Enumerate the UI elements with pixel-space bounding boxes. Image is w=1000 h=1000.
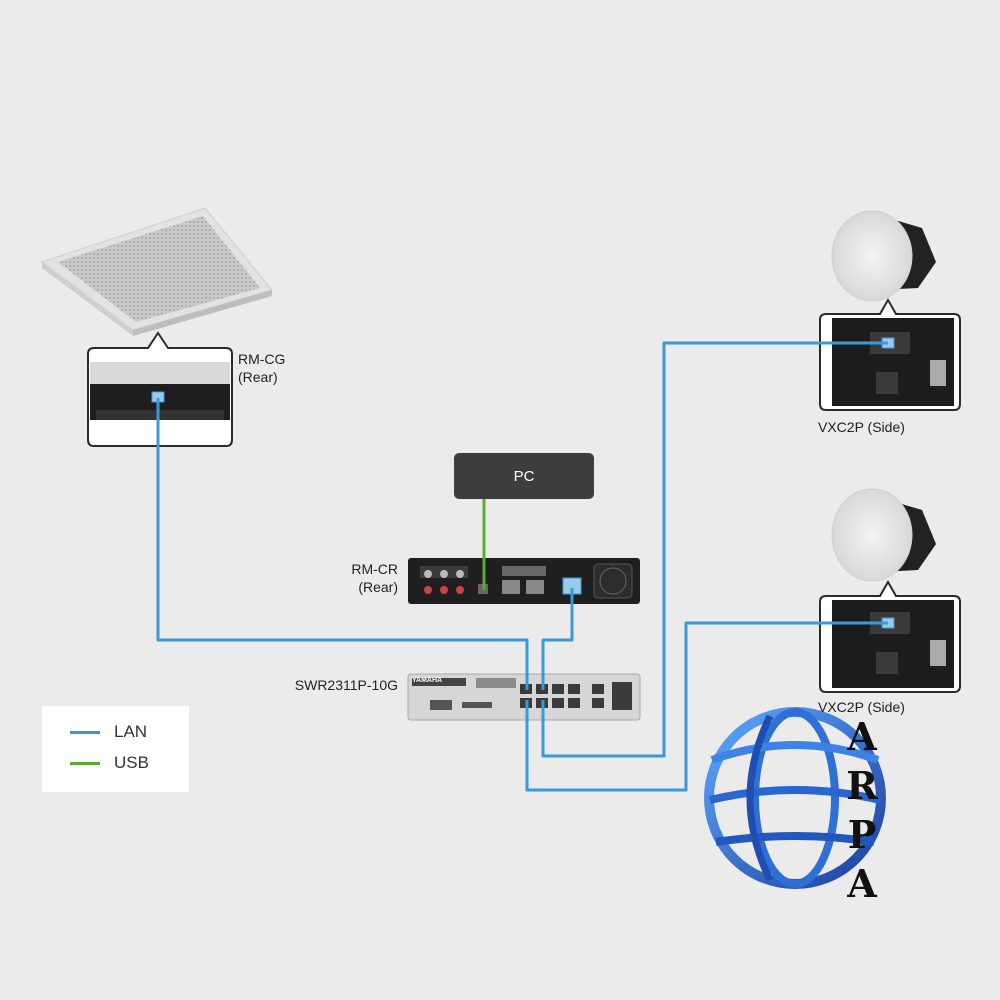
legend-item-usb: USB — [70, 753, 149, 773]
speaker-top-image — [831, 210, 936, 302]
switch-brand: YAMAHA — [412, 677, 443, 684]
lan-cable-speaker-bottom — [525, 621, 888, 792]
speaker-bottom-image — [831, 488, 936, 582]
speaker-top-label: VXC2P (Side) — [818, 419, 905, 435]
ceiling-mic-label: RM-CG (Rear) — [238, 350, 285, 386]
legend-label-lan: LAN — [114, 722, 148, 741]
processor-image — [408, 558, 640, 604]
processor-label: RM-CR (Rear) — [330, 560, 398, 596]
processor-name: RM-CR — [351, 561, 398, 577]
speaker-bottom-side-callout — [819, 579, 961, 693]
ceiling-mic-image — [40, 207, 273, 336]
speaker-top-side-callout — [819, 297, 961, 411]
ceiling-mic-view: (Rear) — [238, 369, 278, 385]
watermark-letter-4: A — [847, 861, 877, 906]
legend-swatch-usb — [70, 761, 100, 765]
lan-cable-speaker-top — [541, 341, 888, 758]
legend-swatch-lan — [70, 730, 100, 734]
switch-image — [407, 673, 641, 721]
legend-label-usb: USB — [114, 753, 149, 772]
watermark-letter-1: A — [847, 714, 877, 759]
pc-label: PC — [513, 467, 535, 485]
legend-item-lan: LAN — [70, 722, 147, 742]
speaker-bottom-label: VXC2P (Side) — [818, 699, 905, 715]
processor-view: (Rear) — [358, 579, 398, 595]
arpa-globe-logo — [704, 707, 886, 889]
arpa-watermark-letters: A R P A — [842, 712, 882, 908]
lan-cable-ceiling-mic — [156, 398, 529, 690]
ceiling-mic-rear-callout — [87, 331, 233, 447]
watermark-letter-3: P — [847, 812, 877, 857]
switch-label: SWR2311P-10G — [294, 677, 398, 693]
ceiling-mic-name: RM-CG — [238, 351, 286, 367]
pc-box: PC — [454, 453, 594, 499]
watermark-letter-2: R — [846, 763, 878, 808]
lan-cable-processor — [541, 588, 574, 690]
legend: LAN USB — [42, 706, 189, 792]
